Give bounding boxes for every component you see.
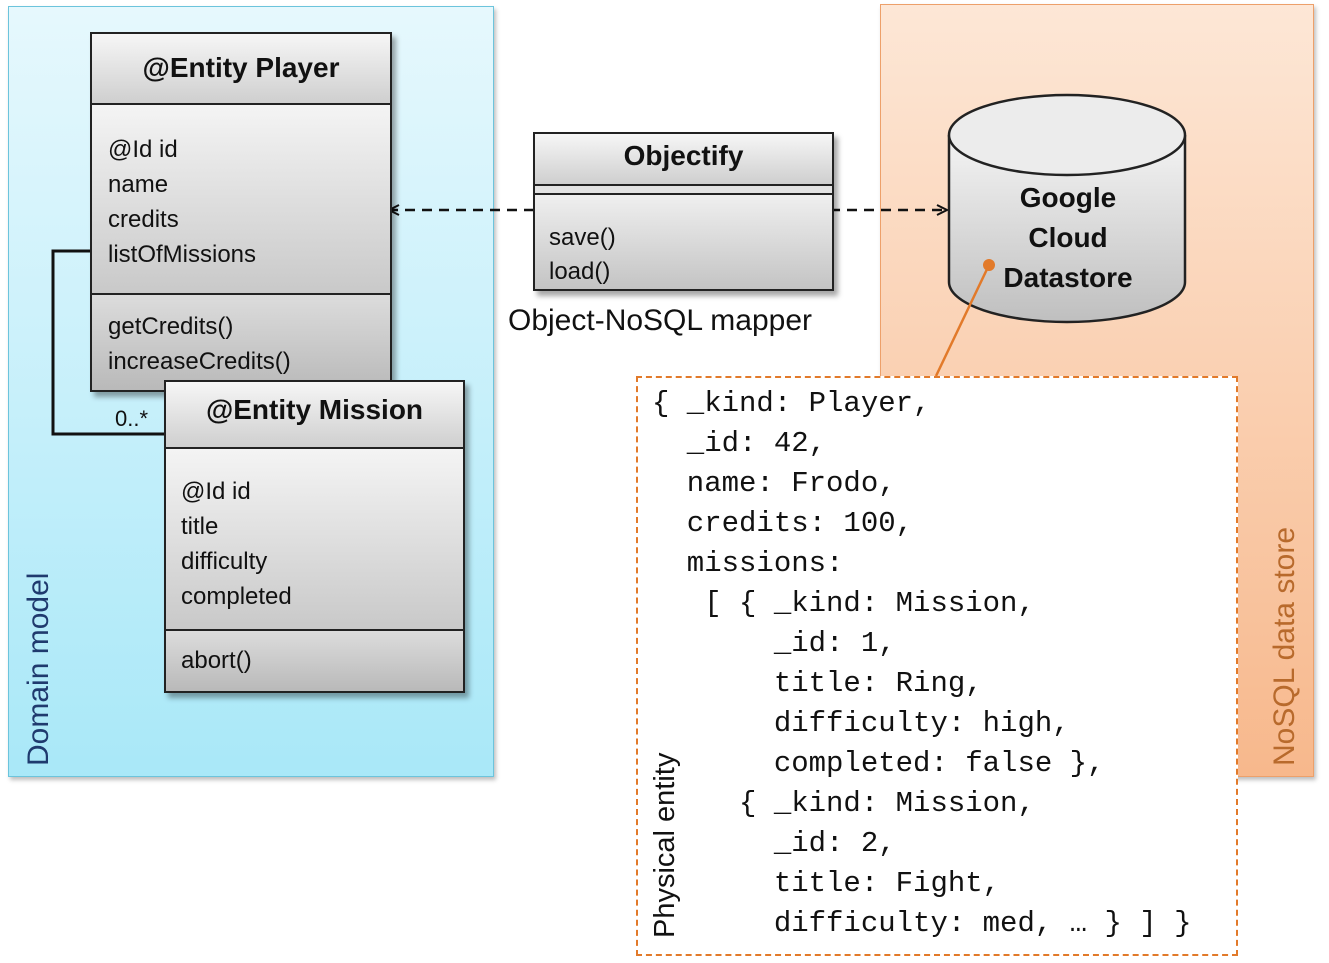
code-line: completed: false },: [652, 747, 1105, 780]
mission-class-title: @Entity Mission: [166, 382, 463, 449]
code-line: name: Frodo,: [652, 467, 896, 500]
player-operations: getCredits() increaseCredits(): [92, 295, 390, 390]
objectify-operations: save() load(): [535, 195, 832, 289]
association-multiplicity: 0..*: [115, 406, 149, 431]
player-attribute: credits: [108, 206, 179, 233]
code-line: credits: 100,: [652, 507, 914, 540]
mission-attribute: completed: [181, 583, 292, 610]
player-attribute: name: [108, 171, 169, 198]
code-line: { _kind: Mission,: [652, 787, 1035, 820]
player-class: @Entity Player @Id id name credits listO…: [90, 32, 392, 392]
player-operation: getCredits(): [108, 313, 234, 340]
mapper-caption: Object-NoSQL mapper: [508, 304, 813, 337]
nosql-data-store-label: NoSQL data store: [1268, 526, 1301, 766]
physical-entity-label: Physical entity: [649, 752, 681, 938]
connector-dot: [983, 259, 995, 271]
player-operation: increaseCredits(): [108, 348, 291, 375]
code-line: _id: 42,: [652, 427, 827, 460]
objectify-operation: save(): [549, 224, 616, 251]
code-line: [ { _kind: Mission,: [652, 587, 1035, 620]
objectify-class: Objectify save() load(): [533, 132, 834, 291]
objectify-operation: load(): [549, 258, 611, 285]
physical-entity-connector: [934, 264, 991, 377]
code-line: _id: 1,: [652, 627, 896, 660]
code-line: { _kind: Player,: [652, 387, 931, 420]
mission-class: @Entity Mission @Id id title difficulty …: [164, 380, 465, 693]
objectify-attributes: [535, 186, 832, 195]
code-line: difficulty: med, … } ] }: [652, 907, 1192, 940]
code-line: title: Fight,: [652, 867, 1001, 900]
mission-operations: abort(): [166, 631, 463, 691]
player-attributes: @Id id name credits listOfMissions: [92, 105, 390, 295]
player-attribute: listOfMissions: [108, 241, 257, 268]
datastore-label-line: Cloud: [1028, 222, 1108, 253]
objectify-class-title: Objectify: [535, 134, 832, 186]
datastore-cylinder: [947, 93, 1187, 324]
physical-entity-box: { _kind: Player, _id: 42, name: Frodo, c…: [636, 376, 1238, 956]
association-line: [51, 249, 165, 436]
player-class-title: @Entity Player: [92, 34, 390, 105]
mission-attribute: @Id id: [181, 478, 251, 505]
player-attribute: @Id id: [108, 136, 178, 163]
domain-model-label: Domain model: [22, 572, 55, 766]
code-line: _id: 2,: [652, 827, 896, 860]
mission-attribute: title: [181, 513, 219, 540]
datastore-label-line: Datastore: [1003, 262, 1133, 293]
mission-attributes: @Id id title difficulty completed: [166, 449, 463, 631]
code-line: title: Ring,: [652, 667, 983, 700]
code-line: missions:: [652, 547, 844, 580]
mission-operation: abort(): [181, 647, 252, 674]
datastore-label-line: Google: [1019, 182, 1117, 213]
code-line: difficulty: high,: [652, 707, 1070, 740]
mission-attribute: difficulty: [181, 548, 268, 575]
